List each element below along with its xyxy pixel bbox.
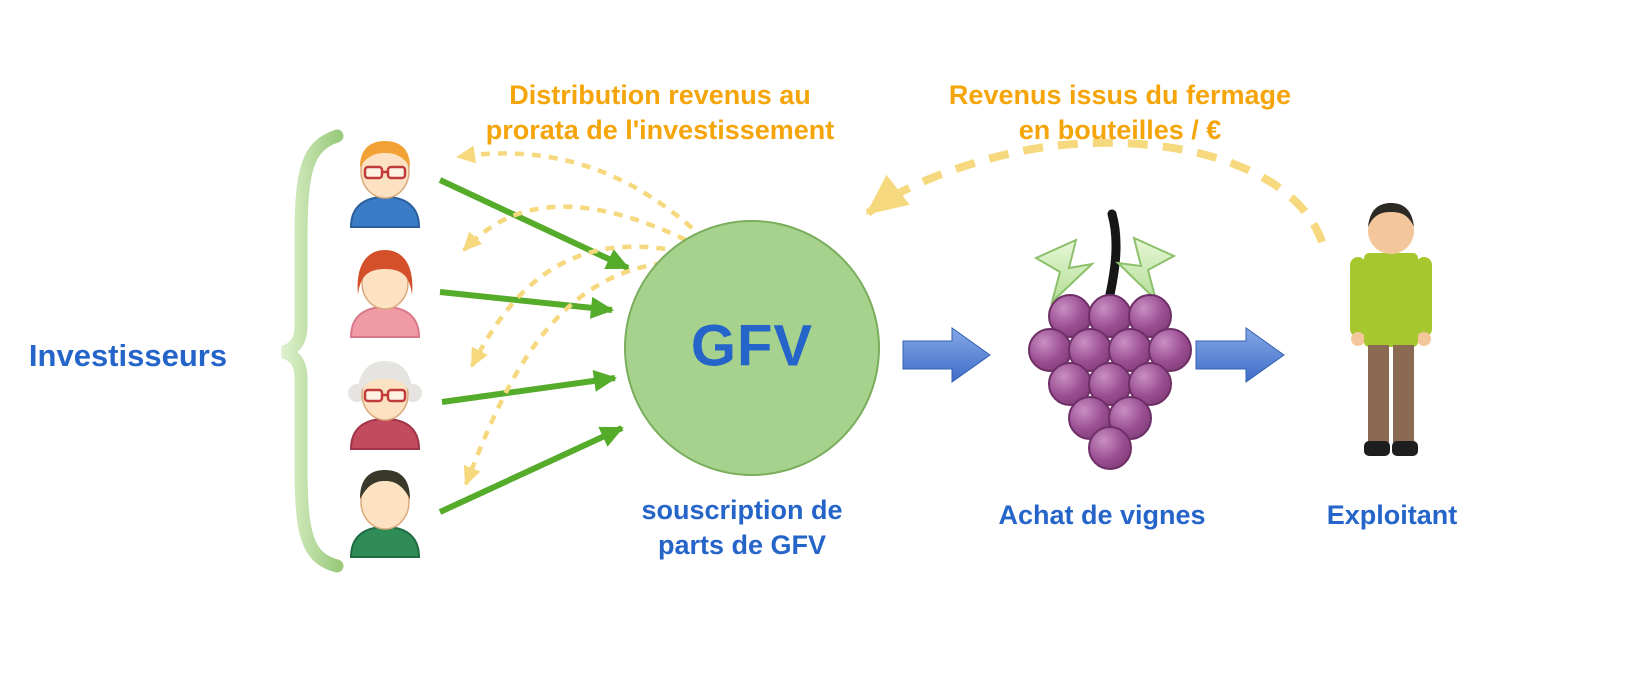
operator-label: Exploitant [1326, 500, 1458, 530]
distribution-arrow [470, 244, 683, 368]
gfv-circle-label: GFV [690, 313, 814, 379]
curly-brace-icon [281, 129, 344, 573]
investor-man-glasses-icon [349, 141, 421, 228]
investment-arrow [438, 177, 630, 271]
investment-arrow [438, 425, 624, 515]
distribution-note-label: Distribution revenus au prorata de l'inv… [485, 80, 835, 145]
flow-arrow-operator [1195, 327, 1285, 383]
farmer-icon [1350, 203, 1432, 456]
investors-label: Investisseurs [28, 338, 228, 373]
investor-elderly-woman-icon [348, 361, 422, 450]
revenue-note-label: Revenus issus du fermage en bouteilles /… [948, 80, 1292, 145]
flow-arrow-vines [902, 327, 991, 383]
revenue-dashed-arrow [865, 138, 1326, 244]
investor-man-darkhair-icon [349, 470, 421, 558]
subscription-note-label: souscription de parts de GFV [641, 495, 843, 560]
investment-arrow [439, 289, 614, 319]
investor-woman-redhair-icon [349, 250, 421, 338]
distribution-arrows [456, 145, 694, 486]
grape-bunch-icon [1028, 209, 1192, 470]
vines-purchase-label: Achat de vignes [998, 500, 1206, 530]
distribution-arrow [456, 145, 694, 230]
subscription-arrows [438, 177, 630, 515]
investment-arrow [441, 369, 617, 405]
gfv-circle [624, 220, 880, 476]
